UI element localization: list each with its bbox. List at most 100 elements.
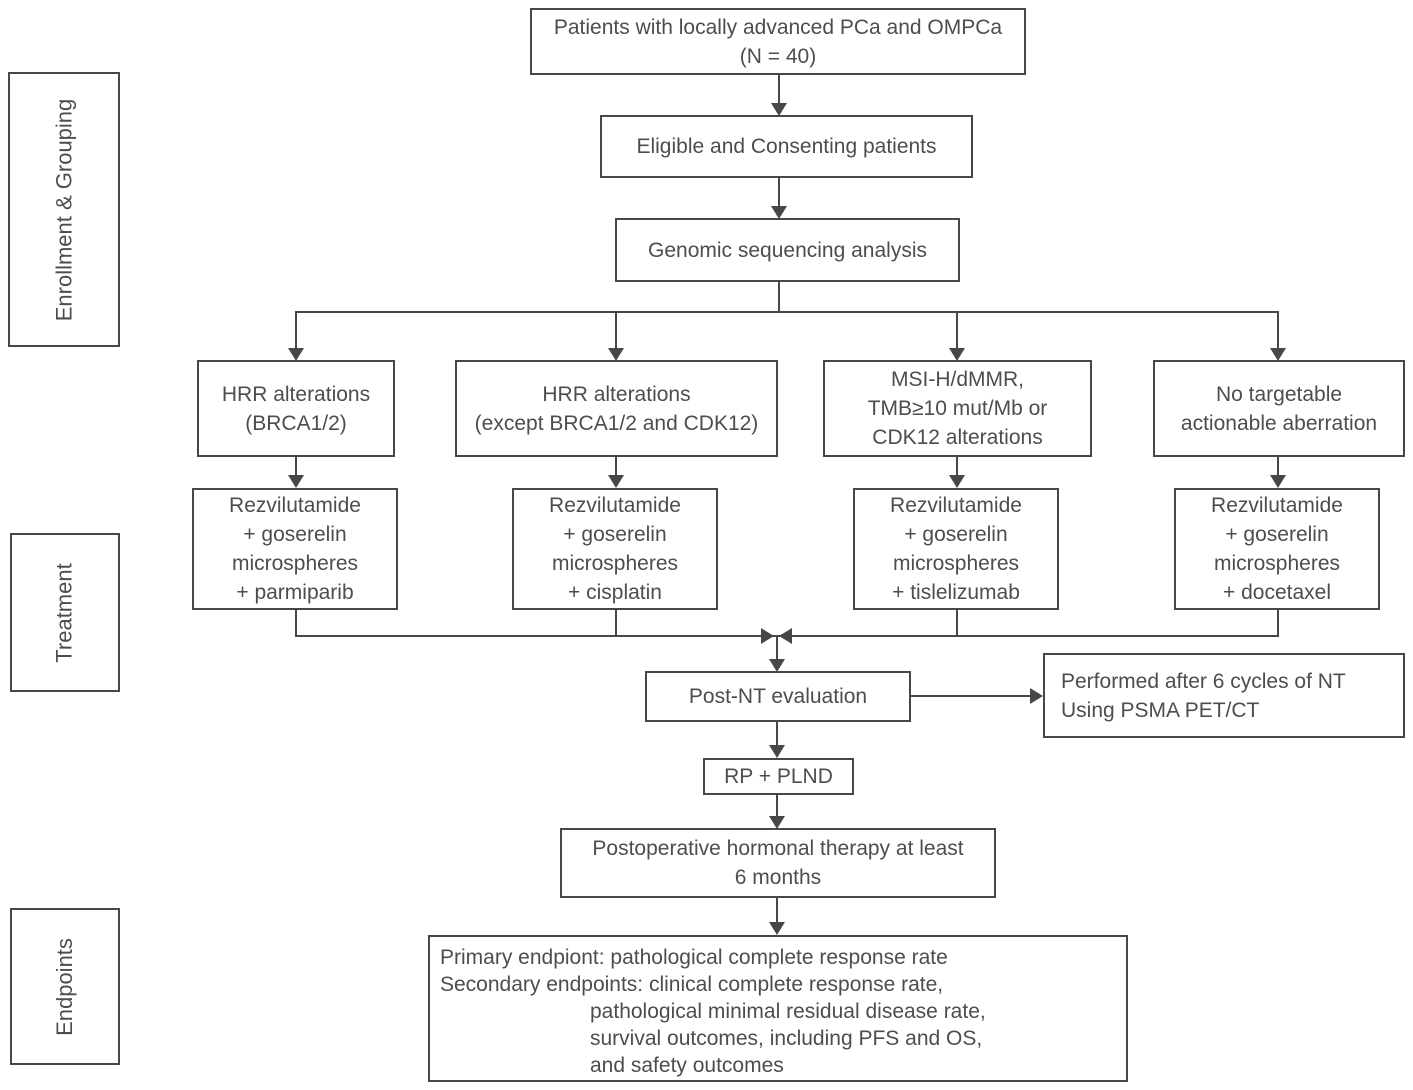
endpoints-line-5: and safety outcomes bbox=[590, 1054, 784, 1077]
group-box-brca: HRR alterations (BRCA1/2) bbox=[197, 360, 395, 457]
genomic-box: Genomic sequencing analysis bbox=[615, 218, 960, 282]
group-no-target-line-2: actionable aberration bbox=[1180, 411, 1378, 435]
endpoints-line-4: survival outcomes, including PFS and OS, bbox=[590, 1027, 983, 1050]
connector-group-tx-3 bbox=[956, 457, 958, 477]
tx4-line-3: microspheres bbox=[1213, 552, 1341, 575]
connector-postnt-note bbox=[911, 695, 1031, 697]
tx4-line-1: Rezvilutamide bbox=[1211, 494, 1343, 517]
connector-postnt-rp bbox=[776, 722, 778, 747]
group-brca-line-1: HRR alterations bbox=[221, 382, 371, 406]
treatment-box-cisplatin: Rezvilutamide + goserelin microspheres +… bbox=[512, 488, 718, 610]
connector-tx-conv-4 bbox=[1277, 610, 1279, 637]
tx3-line-1: Rezvilutamide bbox=[890, 494, 1022, 517]
connector-group-tx-1 bbox=[295, 457, 297, 477]
connector-branch-2 bbox=[615, 311, 617, 349]
group-box-no-target: No targetable actionable aberration bbox=[1153, 360, 1405, 457]
group-hrr-other-line-1: HRR alterations bbox=[542, 382, 691, 406]
tx3-line-4: + tislelizumab bbox=[892, 581, 1020, 604]
tx3-line-2: + goserelin bbox=[904, 523, 1008, 546]
arrow-down-icon bbox=[949, 475, 965, 488]
group-msi-line-1: MSI-H/dMMR, bbox=[891, 368, 1024, 391]
arrow-down-icon bbox=[1270, 475, 1286, 488]
converge-arrows-icon bbox=[779, 628, 792, 644]
patients-line-2: (N = 40) bbox=[739, 44, 817, 68]
post-nt-note-box: Performed after 6 cycles of NT Using PSM… bbox=[1043, 653, 1405, 738]
post-nt-box: Post-NT evaluation bbox=[645, 671, 911, 722]
postop-line-2: 6 months bbox=[734, 866, 822, 889]
connector-group-tx-4 bbox=[1277, 457, 1279, 477]
post-nt-note-line-1: Performed after 6 cycles of NT bbox=[1061, 669, 1346, 693]
tx2-line-4: + cisplatin bbox=[568, 581, 662, 604]
arrow-down-icon bbox=[771, 103, 787, 116]
tx1-line-4: + parmiparib bbox=[236, 581, 354, 604]
arrow-down-icon bbox=[608, 475, 624, 488]
connector-genomic-branch bbox=[778, 282, 780, 313]
connector-rp-postop bbox=[776, 795, 778, 818]
rp-plnd-box: RP + PLND bbox=[703, 758, 854, 795]
connector-branch-4 bbox=[1277, 311, 1279, 349]
group-msi-line-2: TMB≥10 mut/Mb or bbox=[867, 397, 1048, 420]
tx1-line-1: Rezvilutamide bbox=[229, 494, 361, 517]
stage-label-treatment: Treatment bbox=[51, 562, 77, 663]
patients-line-1: Patients with locally advanced PCa and O… bbox=[553, 15, 1003, 39]
arrow-down-icon bbox=[1270, 348, 1286, 361]
stage-label-endpoints: Endpoints bbox=[51, 937, 77, 1036]
genomic-label: Genomic sequencing analysis bbox=[648, 238, 927, 262]
arrow-down-icon bbox=[771, 206, 787, 219]
converge-arrows-icon bbox=[761, 628, 774, 644]
connector-tx-conv-3 bbox=[956, 610, 958, 637]
tx2-line-3: microspheres bbox=[551, 552, 679, 575]
group-box-hrr-other: HRR alterations (except BRCA1/2 and CDK1… bbox=[455, 360, 778, 457]
rp-plnd-label: RP + PLND bbox=[724, 765, 833, 788]
stage-box-enrollment: Enrollment & Grouping bbox=[8, 72, 120, 347]
post-nt-label: Post-NT evaluation bbox=[688, 685, 868, 708]
connector-group-tx-2 bbox=[615, 457, 617, 477]
connector-tx-conv-1 bbox=[295, 610, 297, 637]
endpoints-line-3: pathological minimal residual disease ra… bbox=[590, 1000, 986, 1023]
tx1-line-2: + goserelin bbox=[243, 523, 347, 546]
endpoints-box: Primary endpiont: pathological complete … bbox=[428, 935, 1128, 1082]
arrow-down-icon bbox=[769, 659, 785, 672]
post-nt-note-line-2: Using PSMA PET/CT bbox=[1061, 698, 1260, 722]
arrow-down-icon bbox=[769, 922, 785, 935]
group-no-target-line-1: No targetable bbox=[1215, 382, 1343, 406]
treatment-box-docetaxel: Rezvilutamide + goserelin microspheres +… bbox=[1174, 488, 1380, 610]
stage-box-treatment: Treatment bbox=[10, 533, 120, 692]
tx2-line-2: + goserelin bbox=[563, 523, 667, 546]
tx3-line-3: microspheres bbox=[892, 552, 1020, 575]
arrow-down-icon bbox=[769, 816, 785, 829]
arrow-right-icon bbox=[1030, 688, 1043, 704]
connector-patients-eligible bbox=[778, 75, 780, 104]
connector-conv-postnt bbox=[776, 636, 778, 661]
arrow-down-icon bbox=[288, 475, 304, 488]
arrow-down-icon bbox=[288, 348, 304, 361]
arrow-down-icon bbox=[769, 745, 785, 758]
connector-branch-3 bbox=[956, 311, 958, 349]
patients-box: Patients with locally advanced PCa and O… bbox=[530, 8, 1026, 75]
postop-line-1: Postoperative hormonal therapy at least bbox=[592, 837, 964, 860]
endpoints-line-2: Secondary endpoints: clinical complete r… bbox=[440, 973, 944, 996]
eligible-label: Eligible and Consenting patients bbox=[636, 135, 937, 158]
tx1-line-3: microspheres bbox=[231, 552, 359, 575]
group-brca-line-2: (BRCA1/2) bbox=[245, 411, 347, 435]
tx2-line-1: Rezvilutamide bbox=[549, 494, 681, 517]
connector-postop-endpoints bbox=[776, 898, 778, 924]
group-msi-line-3: CDK12 alterations bbox=[872, 426, 1043, 449]
branch-split-line bbox=[295, 311, 1279, 313]
tx4-line-4: + docetaxel bbox=[1223, 581, 1331, 604]
group-box-msi: MSI-H/dMMR, TMB≥10 mut/Mb or CDK12 alter… bbox=[823, 360, 1092, 457]
group-hrr-other-line-2: (except BRCA1/2 and CDK12) bbox=[474, 411, 759, 435]
arrow-down-icon bbox=[949, 348, 965, 361]
eligible-box: Eligible and Consenting patients bbox=[600, 115, 973, 178]
stage-label-enrollment: Enrollment & Grouping bbox=[51, 98, 76, 321]
tx4-line-2: + goserelin bbox=[1225, 523, 1329, 546]
stage-box-endpoints: Endpoints bbox=[10, 908, 120, 1065]
treatment-box-tislelizumab: Rezvilutamide + goserelin microspheres +… bbox=[853, 488, 1059, 610]
arrow-down-icon bbox=[608, 348, 624, 361]
connector-branch-1 bbox=[295, 311, 297, 349]
connector-eligible-genomic bbox=[778, 178, 780, 207]
treatment-box-parmiparib: Rezvilutamide + goserelin microspheres +… bbox=[192, 488, 398, 610]
connector-tx-conv-2 bbox=[615, 610, 617, 637]
postop-box: Postoperative hormonal therapy at least … bbox=[560, 828, 996, 898]
